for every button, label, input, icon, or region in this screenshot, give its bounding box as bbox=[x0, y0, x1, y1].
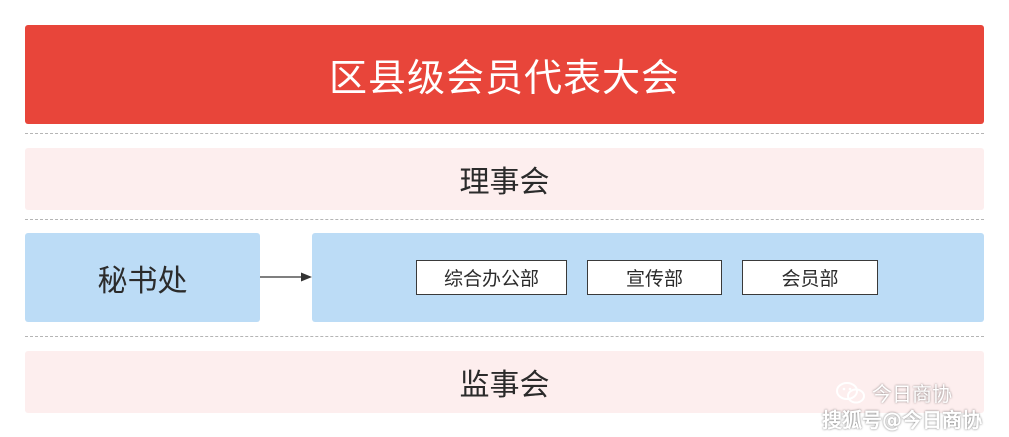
council-box: 理事会 bbox=[25, 148, 984, 210]
layer-divider bbox=[25, 336, 984, 337]
supervisory-box: 监事会 bbox=[25, 351, 984, 413]
watermark-account-name: 今日商协 bbox=[872, 382, 952, 406]
council-label: 理事会 bbox=[459, 165, 550, 200]
general-assembly-label: 区县级会员代表大会 bbox=[328, 56, 680, 100]
secretariat-label: 秘书处 bbox=[97, 263, 188, 299]
layer-divider bbox=[25, 133, 984, 134]
dept-general-office: 综合办公部 bbox=[416, 260, 567, 295]
secretariat-box: 秘书处 bbox=[25, 233, 260, 322]
layer-divider bbox=[25, 219, 984, 220]
watermark-account: 今日商协 bbox=[836, 378, 952, 407]
wechat-icon bbox=[836, 381, 865, 403]
watermark-source: 搜狐号@今日商协 bbox=[822, 408, 982, 432]
supervisory-label: 监事会 bbox=[459, 368, 550, 403]
dept-membership: 会员部 bbox=[742, 260, 878, 295]
general-assembly-box: 区县级会员代表大会 bbox=[25, 25, 984, 124]
dept-publicity: 宣传部 bbox=[587, 260, 722, 295]
arrow-connector bbox=[260, 272, 312, 282]
